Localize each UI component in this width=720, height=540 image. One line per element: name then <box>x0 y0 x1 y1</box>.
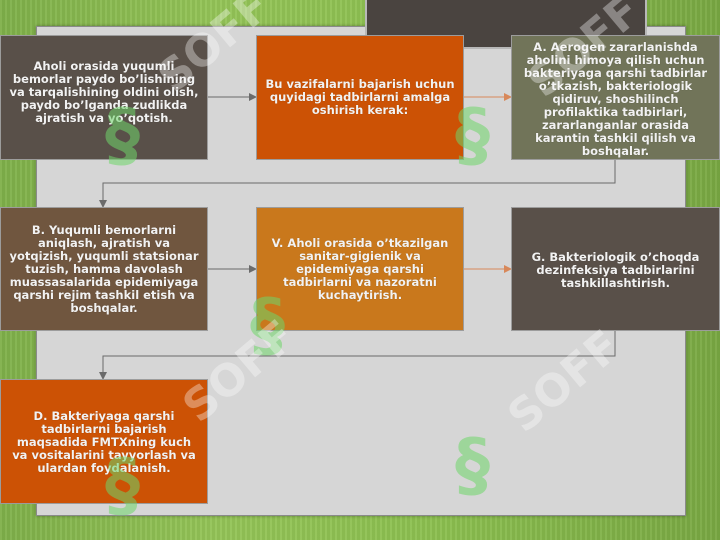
box-measure-d: D. Bakteriyaga qarshi tadbirlarni bajari… <box>0 379 208 504</box>
box-required-measures-text: Bu vazifalarni bajarish uchun quyidagi t… <box>265 77 455 117</box>
box-measure-g: G. Bakteriologik o’choqda dezinfeksiya t… <box>511 207 720 331</box>
box-measure-v-text: V. Aholi orasida o’tkazilgan sanitar-gig… <box>271 236 449 302</box>
box-required-measures: Bu vazifalarni bajarish uchun quyidagi t… <box>256 35 464 160</box>
box-measure-g-text: G. Bakteriologik o’choqda dezinfeksiya t… <box>531 250 700 290</box>
box-measure-d-text: D. Bakteriyaga qarshi tadbirlarni bajari… <box>12 409 196 475</box>
box-prevention-goal-text: Aholi orasida yuqumli bemorlar paydo bo’… <box>9 59 199 125</box>
box-measure-a: A. Aerogen zararlanishda aholini himoya … <box>511 35 720 160</box>
box-measure-v: V. Aholi orasida o’tkazilgan sanitar-gig… <box>256 207 464 331</box>
box-measure-b: B. Yuqumli bemorlarni aniqlash, ajratish… <box>0 207 208 331</box>
box-prevention-goal: Aholi orasida yuqumli bemorlar paydo bo’… <box>0 35 208 160</box>
box-measure-b-text: B. Yuqumli bemorlarni aniqlash, ajratish… <box>9 223 199 315</box>
box-measure-a-text: A. Aerogen zararlanishda aholini himoya … <box>523 40 708 158</box>
